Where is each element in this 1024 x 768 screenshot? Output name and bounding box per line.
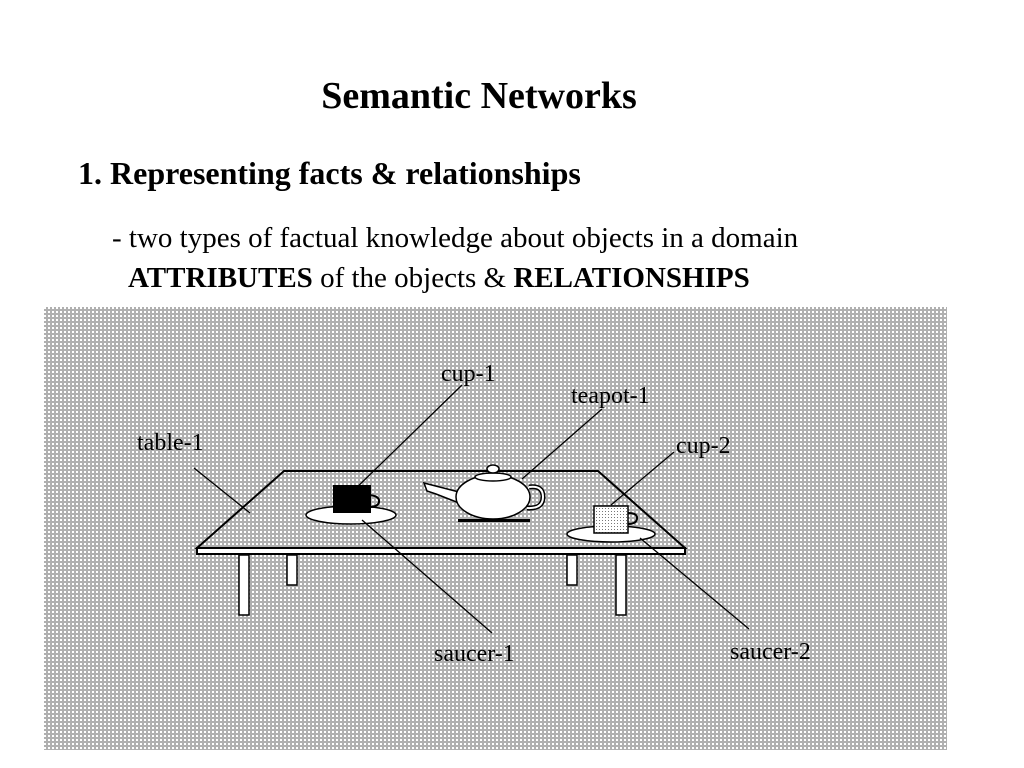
teapot-1 xyxy=(422,464,546,522)
connector-text: of the objects & xyxy=(312,262,514,294)
bullet-text: - two types of factual knowledge about o… xyxy=(112,222,799,254)
relationships-text: RELATIONSHIPS xyxy=(513,262,750,294)
label-cup-1: cup-1 xyxy=(441,361,496,387)
cup-1 xyxy=(333,485,381,513)
slide-title: Semantic Networks xyxy=(321,75,637,117)
attributes-relationships-line: ATTRIBUTES of the objects & RELATIONSHIP… xyxy=(128,262,750,295)
label-table-1: table-1 xyxy=(137,430,204,456)
label-saucer-2: saucer-2 xyxy=(730,639,811,665)
cup-2 xyxy=(593,505,639,534)
label-teapot-1: teapot-1 xyxy=(571,383,650,409)
tea-table-illustration: cup-1 teapot-1 table-1 cup-2 saucer-1 sa… xyxy=(44,307,947,750)
attributes-text: ATTRIBUTES xyxy=(128,262,313,294)
pointer-lines xyxy=(193,384,750,634)
label-cup-2: cup-2 xyxy=(676,433,731,459)
label-saucer-1: saucer-1 xyxy=(434,641,515,667)
section-heading: 1. Representing facts & relationships xyxy=(78,155,581,191)
table xyxy=(194,470,688,616)
